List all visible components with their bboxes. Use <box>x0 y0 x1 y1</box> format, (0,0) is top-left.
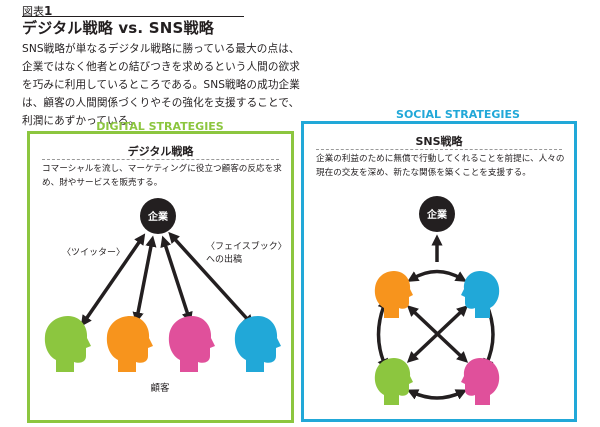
social-strategies-heading: SOCIAL STRATEGIES <box>396 108 520 121</box>
social-strategies-panel: SNS戦略 企業の利益のために無償で行動してくれることを前提に、人々の現在の交友… <box>301 121 577 422</box>
digital-strategies-panel: デジタル戦略 コマーシャルを流し、マーケティングに役立つ顧客の反応を求め、財やサ… <box>27 131 294 423</box>
top-rule <box>22 16 244 17</box>
social-company-node: 企業 <box>419 196 455 232</box>
social-panel-title: SNS戦略 <box>415 135 463 148</box>
digital-company-label: 企業 <box>147 210 169 223</box>
digital-company-node: 企業 <box>140 198 176 234</box>
social-cross-2 <box>406 305 469 363</box>
facebook-label-line2: への出稿 <box>206 253 242 265</box>
digital-arrows <box>80 231 254 327</box>
figure-label-prefix: 図表 <box>22 5 44 18</box>
figure-title: デジタル戦略 vs. SNS戦略 <box>22 19 214 37</box>
social-connections <box>376 269 495 400</box>
twitter-label: 〈ツイッター〉 <box>62 247 125 258</box>
intro-paragraph: SNS戦略が単なるデジタル戦略に勝っている最大の点は、企業ではなく他者との結びつ… <box>22 43 300 127</box>
social-customer-orange-icon <box>374 271 413 318</box>
social-arc-left <box>376 297 389 371</box>
digital-customer-blue-icon <box>234 316 281 372</box>
social-customer-pink-icon <box>461 358 500 405</box>
digital-arrow-green <box>80 233 146 327</box>
social-arc-bottom <box>406 389 468 400</box>
digital-strategies-heading: DIGITAL STRATEGIES <box>96 120 224 133</box>
digital-panel-description: コマーシャルを流し、マーケティングに役立つ顧客の反応を求め、財やサービスを販売す… <box>42 164 282 188</box>
digital-arrow-orange <box>132 235 157 324</box>
social-arc-top <box>407 269 467 282</box>
digital-customer-pink-icon <box>168 316 215 372</box>
digital-customer-orange-icon <box>106 316 153 372</box>
digital-arrow-blue <box>168 231 254 327</box>
customers-label: 顧客 <box>150 382 170 394</box>
figure-label-number: 1 <box>44 4 53 18</box>
social-panel-description: 企業の利益のために無償で行動してくれることを前提に、人々の現在の交友を深め、新た… <box>316 154 565 178</box>
social-panel-divider <box>316 149 562 150</box>
digital-panel-divider <box>42 159 279 160</box>
social-customer-green-icon <box>374 358 413 405</box>
figure-label: 図表1 <box>22 3 52 19</box>
digital-panel-title: デジタル戦略 <box>127 145 194 158</box>
social-customer-blue-icon <box>461 271 500 318</box>
social-company-label: 企業 <box>426 208 448 221</box>
digital-customer-green-icon <box>44 316 91 372</box>
facebook-label-line1: 〈フェイスブック〉 <box>206 240 287 252</box>
